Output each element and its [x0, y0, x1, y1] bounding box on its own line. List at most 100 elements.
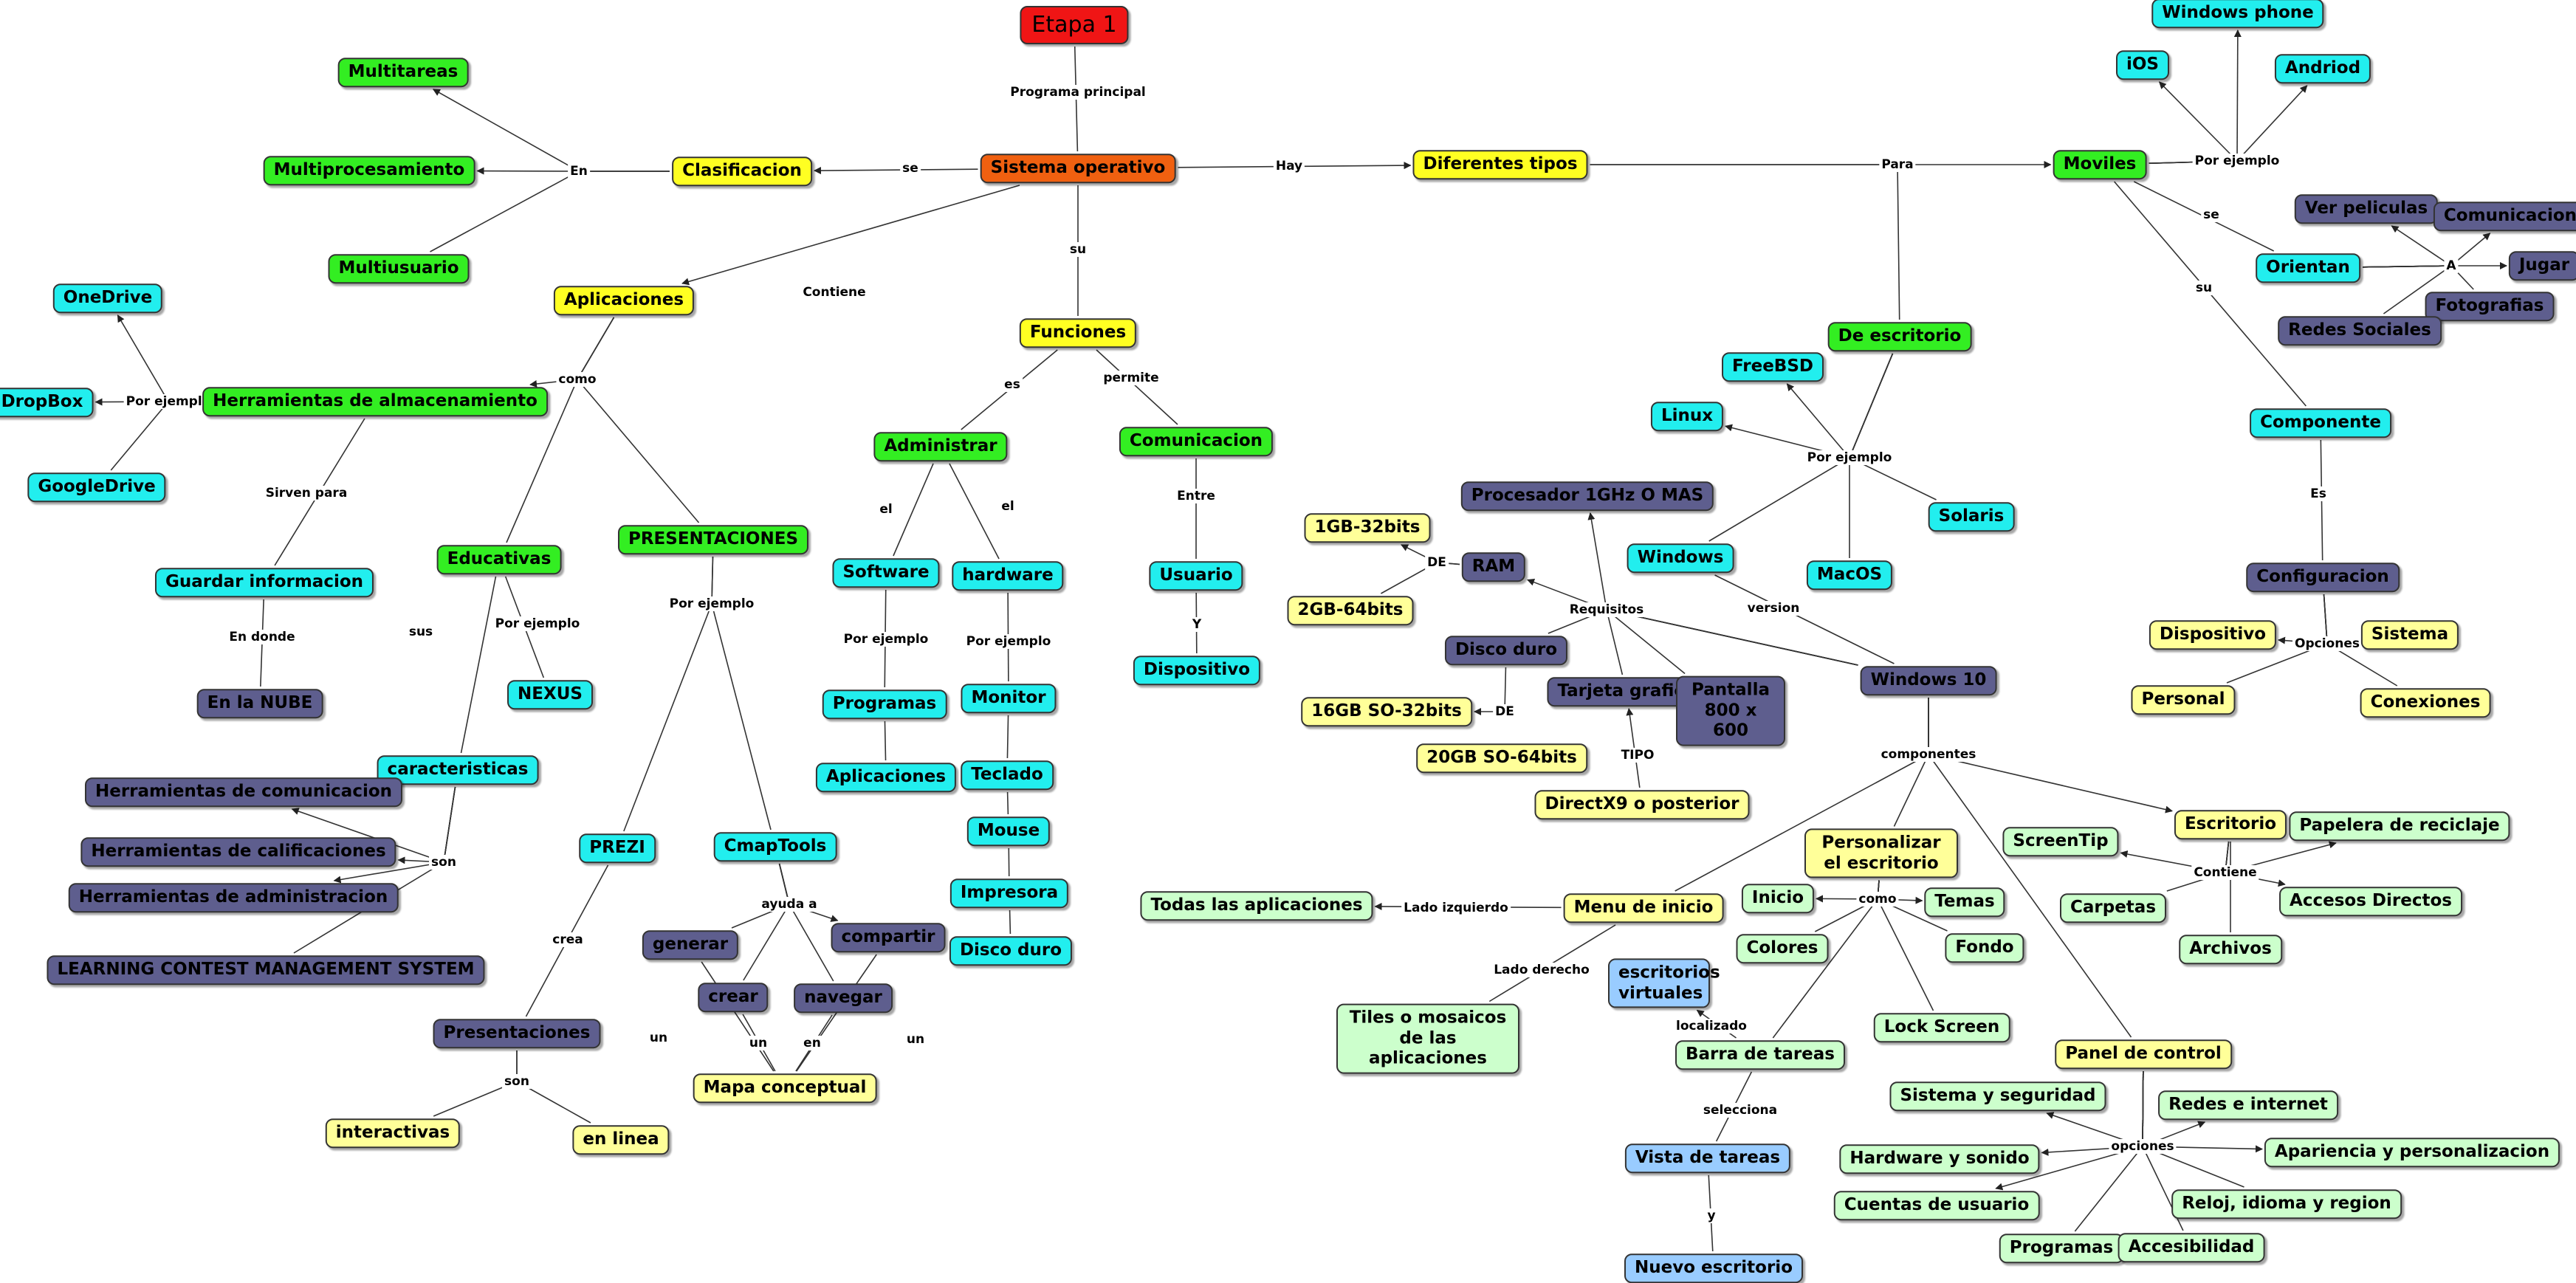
link-label-en2: en [801, 1036, 823, 1050]
node-programas: Programas [822, 689, 947, 719]
link-label-sus: sus [407, 625, 435, 639]
node-software: Software [832, 558, 939, 588]
node-todasapps: Todas las aplicaciones [1140, 891, 1373, 921]
node-menuinicio: Menu de inicio [1564, 893, 1724, 923]
edge-cmaptools-crear-b [743, 904, 789, 980]
node-compartir: compartir [831, 923, 946, 952]
link-label-pe4: Por ejemplo [964, 634, 1054, 649]
node-guardar: Guardar informacion [155, 568, 374, 597]
node-so: Sistema operativo [980, 154, 1176, 183]
node-verpel: Ver peliculas [2295, 194, 2438, 224]
link-label-pe2: Por ejemplo [1805, 450, 1895, 465]
node-mouse: Mouse [967, 816, 1050, 846]
node-hadm: Herramientas de administracion [69, 883, 399, 912]
link-label-opciones2: opciones [2109, 1139, 2176, 1154]
link-label-componentes: componentes [1879, 747, 1979, 762]
edge-win10-tarjeta-b [1607, 610, 1622, 675]
link-label-selecciona: selecciona [1701, 1103, 1779, 1118]
node-linux: Linux [1651, 402, 1723, 431]
node-deescritorio: De escritorio [1828, 322, 1972, 351]
link-label-a: A [2444, 258, 2458, 273]
node-andriod: Andriod [2275, 54, 2371, 83]
edge-teclado-mouse [1008, 792, 1009, 814]
link-label-contiene: Contiene [800, 285, 868, 300]
node-comunic2: Comunicacion [2434, 202, 2576, 231]
node-disco: Disco duro [1445, 636, 1567, 665]
node-nexus: NEXUS [507, 680, 593, 709]
node-programas2: Programas [1999, 1234, 2124, 1263]
node-lcms: LEARNING CONTEST MANAGEMENT SYSTEM [47, 955, 484, 985]
node-hcal: Herramientas de calificaciones [80, 837, 396, 867]
node-orientan: Orientan [2256, 253, 2360, 283]
node-hwsonido: Hardware y sonido [1839, 1144, 2039, 1174]
node-nuevoesc: Nuevo escritorio [1624, 1253, 1803, 1283]
link-label-como: como [556, 372, 598, 387]
node-fondo: Fondo [1945, 933, 2024, 963]
node-inicio: Inicio [1742, 884, 1814, 913]
edge-moviles-andriod-b [2237, 86, 2307, 161]
node-tiles: Tiles o mosaicos de las aplicaciones [1336, 1004, 1519, 1074]
node-presentaciones2: Presentaciones [433, 1019, 601, 1048]
link-label-y1: Y [1190, 617, 1203, 632]
node-redesint: Redes e internet [2158, 1090, 2338, 1120]
node-moviles: Moviles [2053, 150, 2147, 179]
node-cuentas: Cuentas de usuario [1834, 1191, 2040, 1220]
node-teclado: Teclado [961, 760, 1054, 790]
node-ram: RAM [1462, 552, 1525, 582]
node-solaris: Solaris [1928, 502, 2015, 532]
node-aplicaciones2: Aplicaciones [816, 763, 956, 792]
link-label-tipo: TIPO [1619, 748, 1657, 763]
node-enlinea: en linea [572, 1125, 669, 1155]
edge-administrar-software [893, 464, 933, 556]
node-sistema: Sistema [2361, 620, 2459, 650]
node-archivos: Archivos [2179, 935, 2282, 964]
node-barratareas: Barra de tareas [1675, 1040, 1845, 1070]
node-redessoc: Redes Sociales [2278, 316, 2442, 345]
node-ios: iOS [2116, 50, 2169, 80]
node-difTipos: Diferentes tipos [1412, 150, 1587, 179]
link-label-un2: un [747, 1036, 769, 1050]
node-accesib: Accesibilidad [2118, 1233, 2265, 1262]
node-disco1: 16GB SO-32bits [1301, 697, 1472, 726]
node-ram2: 2GB-64bits [1288, 596, 1414, 625]
link-label-pe3: Por ejemplo [842, 632, 931, 647]
link-label-como2: como [1856, 892, 1898, 907]
link-label-el1: el [877, 502, 894, 517]
node-prezi: PREZI [579, 833, 656, 863]
node-monitor: Monitor [961, 684, 1056, 713]
edge-apps-presentaciones-b [577, 379, 698, 523]
link-label-hay: Hay [1274, 159, 1305, 173]
link-label-son2: son [502, 1074, 532, 1089]
node-clasif: Clasificacion [672, 156, 812, 186]
node-componente: Componente [2250, 408, 2391, 438]
edge-moviles-ios-b [2160, 82, 2237, 161]
edge-generar-mapacon [701, 962, 774, 1071]
node-screentip: ScreenTip [2002, 827, 2118, 856]
node-sisseg: Sistema y seguridad [1889, 1081, 2106, 1111]
edge-win10-pantalla-a [1607, 610, 1858, 665]
edge-apps-presentaciones-a [577, 317, 614, 379]
link-label-requisitos: Requisitos [1567, 602, 1646, 617]
node-hardware: hardware [952, 561, 1063, 591]
node-disco2: 20GB SO-64bits [1416, 743, 1587, 773]
edge-personalizar-lockscreen-b [1878, 899, 1934, 1011]
edge-orientan-redessoc-a [2363, 266, 2451, 267]
link-label-entre: Entre [1175, 489, 1217, 503]
node-conexiones: Conexiones [2360, 688, 2491, 718]
node-discoduro: Disco duro [949, 936, 1072, 966]
link-label-de1: DE [1425, 555, 1449, 570]
edge-presentaciones-prezi-b [624, 604, 712, 831]
link-label-pe1: Por ejemplo [2193, 154, 2282, 168]
node-reloj: Reloj, idioma y region [2171, 1189, 2402, 1219]
node-dispositivo: Dispositivo [1133, 656, 1260, 685]
edge-so-apps [682, 185, 1020, 283]
edge-compartir-mapacon [797, 954, 876, 1071]
edge-deescritorio-difTipos-a [1897, 165, 1900, 320]
node-win10: Windows 10 [1861, 666, 1997, 695]
node-pantalla: Pantalla 800 x 600 [1676, 676, 1785, 746]
edge-herralm-onedrive-b [117, 315, 168, 402]
node-multiusuario: Multiusuario [328, 254, 469, 283]
edge-win10-escritorio-b [1928, 754, 2172, 811]
link-label-crea: crea [550, 932, 585, 947]
edge-win10-pantalla-b [1607, 610, 1685, 674]
